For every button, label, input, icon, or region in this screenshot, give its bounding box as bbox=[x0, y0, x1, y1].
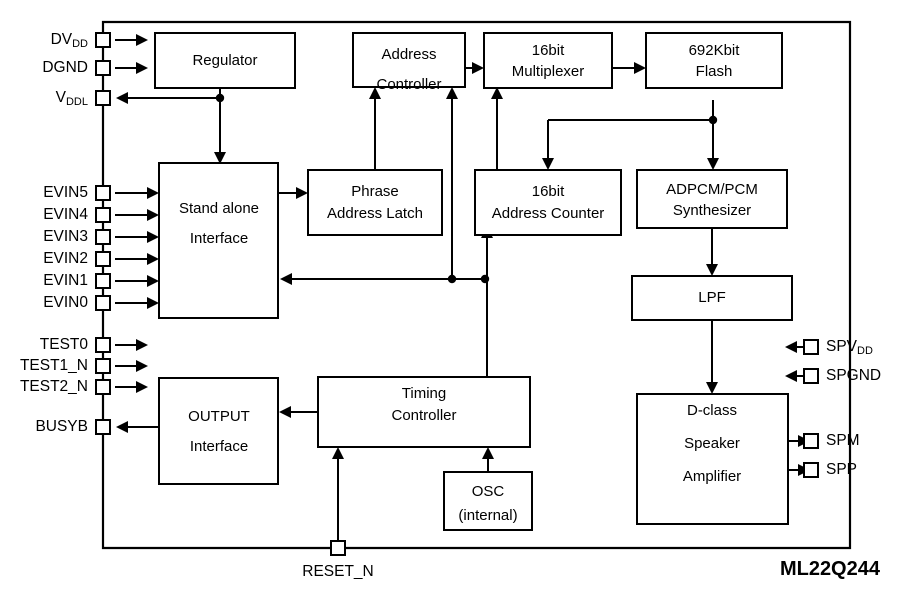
block-dclass-line-1: Speaker bbox=[684, 435, 740, 452]
pad-vddl[interactable] bbox=[95, 90, 111, 106]
block-osc[interactable]: OSC (internal) bbox=[443, 471, 533, 531]
pin-label-test1-n: TEST1_N bbox=[20, 357, 88, 374]
pin-label-evin4: EVIN4 bbox=[43, 206, 88, 223]
pin-label-test0: TEST0 bbox=[40, 336, 89, 353]
block-address-controller[interactable]: Address Controller bbox=[352, 32, 466, 93]
pad-spvdd[interactable] bbox=[803, 339, 819, 355]
pad-spgnd[interactable] bbox=[803, 368, 819, 384]
left-pin-pads bbox=[95, 32, 111, 435]
pad-busyb[interactable] bbox=[95, 419, 111, 435]
pin-label-evin2: EVIN2 bbox=[43, 250, 88, 267]
block-phrase-latch-line-0: Phrase bbox=[351, 183, 399, 200]
block-osc-line-0: OSC bbox=[472, 483, 505, 500]
block-dclass-line-2: Amplifier bbox=[683, 468, 741, 485]
pad-reset-n[interactable] bbox=[330, 540, 346, 556]
block-phrase-latch-line-1: Address Latch bbox=[327, 205, 423, 222]
block-stand-alone-line-1: Interface bbox=[190, 230, 248, 247]
block-dclass-line-0: D-class bbox=[687, 402, 737, 419]
block-adpcm-line-0: ADPCM/PCM bbox=[666, 181, 758, 198]
block-lpf-line-0: LPF bbox=[698, 289, 726, 306]
block-phrase-address-latch[interactable]: Phrase Address Latch bbox=[307, 169, 443, 236]
block-address-counter[interactable]: 16bit Address Counter bbox=[474, 169, 622, 236]
pin-label-evin5: EVIN5 bbox=[43, 184, 88, 201]
chip-name-label: ML22Q244 bbox=[780, 558, 881, 580]
block-timing-line-1: Controller bbox=[391, 407, 456, 424]
block-timing-line-0: Timing bbox=[402, 385, 446, 402]
block-multiplexer-line-0: 16bit bbox=[532, 42, 565, 59]
pin-label-evin0: EVIN0 bbox=[43, 294, 88, 311]
pad-test1-n[interactable] bbox=[95, 358, 111, 374]
block-address-controller-line-1: Controller bbox=[376, 76, 441, 93]
block-d-class-amplifier[interactable]: D-class Speaker Amplifier bbox=[636, 393, 789, 525]
block-timing-controller[interactable]: Timing Controller bbox=[317, 376, 531, 448]
pad-spp[interactable] bbox=[803, 462, 819, 478]
block-address-counter-line-1: Address Counter bbox=[492, 205, 605, 222]
block-flash[interactable]: 692Kbit Flash bbox=[645, 32, 783, 89]
block-address-counter-line-0: 16bit bbox=[532, 183, 565, 200]
pin-label-dvdd: DVDD bbox=[51, 31, 88, 50]
pin-label-test2-n: TEST2_N bbox=[20, 378, 88, 395]
block-flash-line-1: Flash bbox=[696, 63, 733, 80]
pin-label-dgnd: DGND bbox=[42, 59, 88, 76]
wires bbox=[115, 34, 816, 548]
block-osc-line-1: (internal) bbox=[458, 507, 517, 524]
block-lpf[interactable]: LPF bbox=[631, 275, 793, 321]
right-pin-labels: SPVDD SPGND SPM SPP bbox=[826, 338, 881, 478]
block-flash-line-0: 692Kbit bbox=[689, 42, 741, 59]
pin-label-spvdd: SPVDD bbox=[826, 338, 873, 357]
left-pin-labels: DVDD DGND VDDL EVIN5 EVIN4 EVIN3 EVIN2 E… bbox=[20, 31, 88, 435]
pad-evin1[interactable] bbox=[95, 273, 111, 289]
block-stand-alone-interface[interactable]: Stand alone Interface bbox=[158, 162, 279, 319]
pin-label-evin3: EVIN3 bbox=[43, 228, 88, 245]
block-output-line-0: OUTPUT bbox=[188, 408, 250, 425]
block-address-controller-line-0: Address bbox=[381, 46, 436, 63]
pad-dgnd[interactable] bbox=[95, 60, 111, 76]
pin-label-spm: SPM bbox=[826, 432, 860, 449]
pad-test0[interactable] bbox=[95, 337, 111, 353]
pin-label-vddl: VDDL bbox=[56, 89, 88, 108]
pad-evin5[interactable] bbox=[95, 185, 111, 201]
block-output-line-1: Interface bbox=[190, 438, 248, 455]
pad-evin3[interactable] bbox=[95, 229, 111, 245]
pad-evin2[interactable] bbox=[95, 251, 111, 267]
pad-spm[interactable] bbox=[803, 433, 819, 449]
block-adpcm-pcm-synthesizer[interactable]: ADPCM/PCM Synthesizer bbox=[636, 169, 788, 229]
block-regulator[interactable]: Regulator bbox=[154, 32, 296, 89]
bottom-pin-pads bbox=[330, 540, 346, 556]
pin-label-busyb: BUSYB bbox=[35, 418, 88, 435]
right-pin-pads bbox=[803, 339, 819, 478]
block-adpcm-line-1: Synthesizer bbox=[673, 202, 751, 219]
block-output-interface[interactable]: OUTPUT Interface bbox=[158, 377, 279, 485]
pad-evin4[interactable] bbox=[95, 207, 111, 223]
pad-test2-n[interactable] bbox=[95, 379, 111, 395]
pin-label-evin1: EVIN1 bbox=[43, 272, 88, 289]
block-multiplexer-line-1: Multiplexer bbox=[512, 63, 585, 80]
pin-label-spgnd: SPGND bbox=[826, 367, 881, 384]
pin-label-spp: SPP bbox=[826, 461, 857, 478]
pin-label-reset-n: RESET_N bbox=[302, 563, 374, 580]
block-multiplexer[interactable]: 16bit Multiplexer bbox=[483, 32, 613, 89]
block-regulator-line-0: Regulator bbox=[192, 52, 257, 69]
block-stand-alone-line-0: Stand alone bbox=[179, 200, 259, 217]
pad-evin0[interactable] bbox=[95, 295, 111, 311]
pad-dvdd[interactable] bbox=[95, 32, 111, 48]
